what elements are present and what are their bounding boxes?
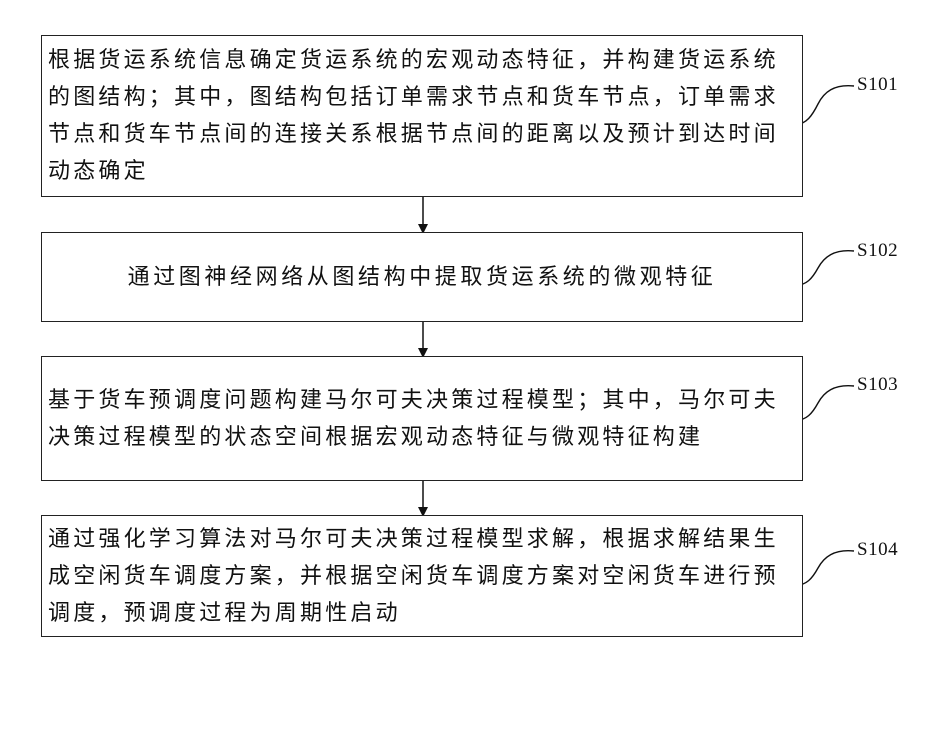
- step-text-s102: 通过图神经网络从图结构中提取货运系统的微观特征: [42, 259, 802, 296]
- step-label-s102: S102: [857, 240, 898, 262]
- step-text-s104: 通过强化学习算法对马尔可夫决策过程模型求解，根据求解结果生成空闲货车调度方案，并…: [42, 521, 802, 632]
- step-label-s104: S104: [857, 539, 898, 561]
- step-label-s101: S101: [857, 74, 898, 96]
- step-box-s102: 通过图神经网络从图结构中提取货运系统的微观特征: [41, 232, 803, 322]
- step-box-s103: 基于货车预调度问题构建马尔可夫决策过程模型；其中，马尔可夫决策过程模型的状态空间…: [41, 356, 803, 481]
- leader-line-s101: [797, 86, 854, 124]
- step-box-s104: 通过强化学习算法对马尔可夫决策过程模型求解，根据求解结果生成空闲货车调度方案，并…: [41, 515, 803, 637]
- step-text-s101: 根据货运系统信息确定货运系统的宏观动态特征，并构建货运系统的图结构；其中，图结构…: [42, 42, 802, 190]
- step-box-s101: 根据货运系统信息确定货运系统的宏观动态特征，并构建货运系统的图结构；其中，图结构…: [41, 35, 803, 197]
- step-label-s103: S103: [857, 374, 898, 396]
- leader-line-s104: [797, 551, 854, 585]
- leader-line-s102: [797, 251, 854, 285]
- step-text-s103: 基于货车预调度问题构建马尔可夫决策过程模型；其中，马尔可夫决策过程模型的状态空间…: [42, 382, 802, 456]
- leader-line-s103: [797, 386, 854, 420]
